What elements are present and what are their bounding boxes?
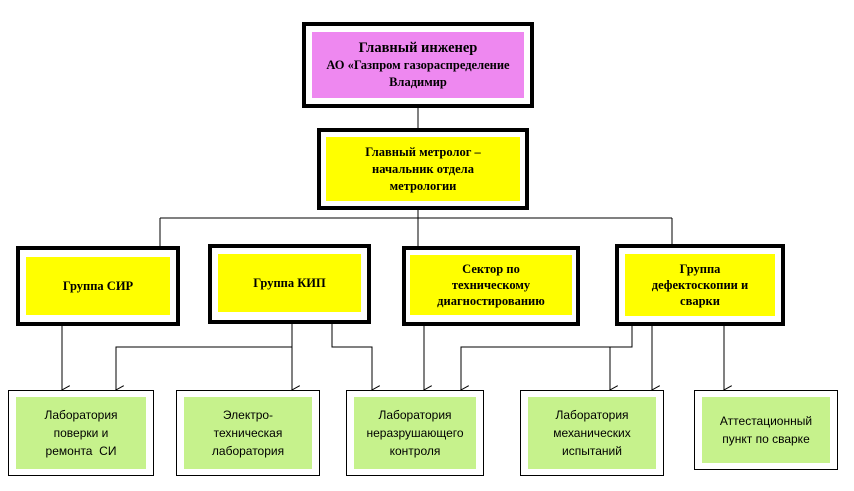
chief-metrologist-line1: Главный метролог – [365,144,481,159]
lab-electro-line1: Электро- [222,408,274,422]
sector-line2: техническому [451,278,531,292]
defect-line2: дефектоскопии и [651,278,749,292]
lab-mechanical-line2: механических [553,426,631,440]
arrow-defect-to-ndt [461,324,633,390]
chief-engineer-org-line2: Владимир [389,74,447,89]
lab-ndt-line1: Лаборатория [378,408,452,422]
welding-point-line1: Аттестационный [719,414,813,428]
lab-mechanical-line1: Лаборатория [555,408,629,422]
lab-ndt-line3: контроля [389,444,441,458]
defect-line3: сварки [680,294,720,308]
group-kip-label: Группа КИП [253,275,326,290]
group-defect-fill: Группа дефектоскопии и сварки [625,254,775,316]
chief-metrologist-line3: метрологии [389,178,457,193]
lab-electro-line3: лаборатория [211,444,285,458]
lab-verification-line2: поверки и [53,426,109,440]
lab-electro-fill: Электро- техническая лаборатория [184,397,312,469]
lab-ndt-line2: неразрушающего [366,426,464,440]
sector-diagnostics-fill: Сектор по техническому диагностированию [410,255,572,315]
sector-line3: диагностированию [437,294,545,308]
group-kip-fill: Группа КИП [218,254,361,312]
chief-metrologist-fill: Главный метролог – начальник отдела метр… [326,137,520,201]
lab-mechanical-line3: испытаний [562,444,622,458]
lab-electro-line2: техническая [213,426,283,440]
lab-mechanical-fill: Лаборатория механических испытаний [528,397,656,469]
group-sir-label: Группа СИР [62,278,134,293]
lab-verification-line3: ремонта СИ [45,444,117,458]
sector-line1: Сектор по [462,262,520,276]
welding-point-fill: Аттестационный пункт по сварке [702,397,830,463]
chief-engineer-org-line1: АО «Газпром газораспределение [326,57,510,72]
arrow-kip-to-ndt [331,322,372,390]
arrow-kip-to-verification [116,322,293,390]
defect-line1: Группа [679,262,721,276]
lab-verification-fill: Лаборатория поверки и ремонта СИ [16,397,146,469]
lab-ndt-fill: Лаборатория неразрушающего контроля [354,397,476,469]
group-sir-fill: Группа СИР [26,257,170,315]
lab-verification-line1: Лаборатория [44,408,118,422]
chief-metrologist-line2: начальник отдела [372,161,474,176]
welding-point-line2: пункт по сварке [722,432,810,446]
chief-engineer-title: Главный инженер [358,39,478,56]
chief-engineer-fill: Главный инженер АО «Газпром газораспреде… [312,32,524,98]
